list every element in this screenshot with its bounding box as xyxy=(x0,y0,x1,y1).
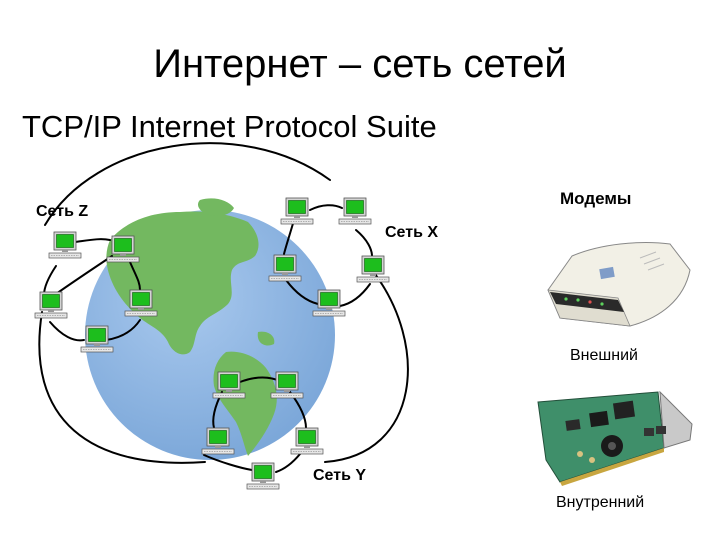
internal-modem-label: Внутренний xyxy=(556,494,645,511)
globe-land-north-america xyxy=(106,211,259,355)
computer-icon xyxy=(201,427,235,455)
link-x-b-d xyxy=(355,229,373,257)
globe-land-islands xyxy=(257,331,275,346)
network-z-label: Сеть Z xyxy=(36,203,89,220)
link-z-d-e xyxy=(105,319,141,341)
external-modem-label: Внешний xyxy=(570,347,638,364)
link-z-a-b xyxy=(74,238,111,243)
computer-icon xyxy=(34,291,68,319)
network-y-label: Сеть Y xyxy=(313,467,367,484)
link-x-to-y-outer xyxy=(324,269,409,463)
computer-icon xyxy=(80,325,114,353)
computer-icon xyxy=(356,255,390,283)
computer-icon xyxy=(280,197,314,225)
link-z-b-c xyxy=(55,255,113,295)
computer-icon xyxy=(312,289,346,317)
link-y-c-e xyxy=(203,454,253,471)
computer-icon xyxy=(268,254,302,282)
link-z-to-y-outer xyxy=(38,311,206,464)
link-z-a-c xyxy=(43,265,57,296)
network-x-label: Сеть X xyxy=(385,224,439,241)
link-y-d-e xyxy=(275,453,301,473)
computer-icon xyxy=(246,462,280,490)
computer-icon xyxy=(124,289,158,317)
external-modem-icon xyxy=(547,242,691,327)
computer-icon xyxy=(106,235,140,263)
modems-heading: Модемы xyxy=(560,189,632,208)
computer-icon xyxy=(338,197,372,225)
computer-icon xyxy=(270,371,304,399)
internal-modem-icon xyxy=(537,390,693,486)
computer-icon xyxy=(48,231,82,259)
slide-subtitle: TCP/IP Internet Protocol Suite xyxy=(22,109,437,144)
slide-title: Интернет – сеть сетей xyxy=(153,42,567,86)
link-z-c-e xyxy=(49,321,85,342)
link-x-d-e xyxy=(339,283,371,307)
globe-land-greenland xyxy=(198,198,234,216)
link-z-b-d xyxy=(129,261,141,291)
computer-icon xyxy=(212,371,246,399)
link-x-a-b xyxy=(309,204,343,211)
computer-icon xyxy=(290,427,324,455)
link-x-c-e xyxy=(285,279,319,305)
link-z-to-x-top xyxy=(44,142,331,226)
